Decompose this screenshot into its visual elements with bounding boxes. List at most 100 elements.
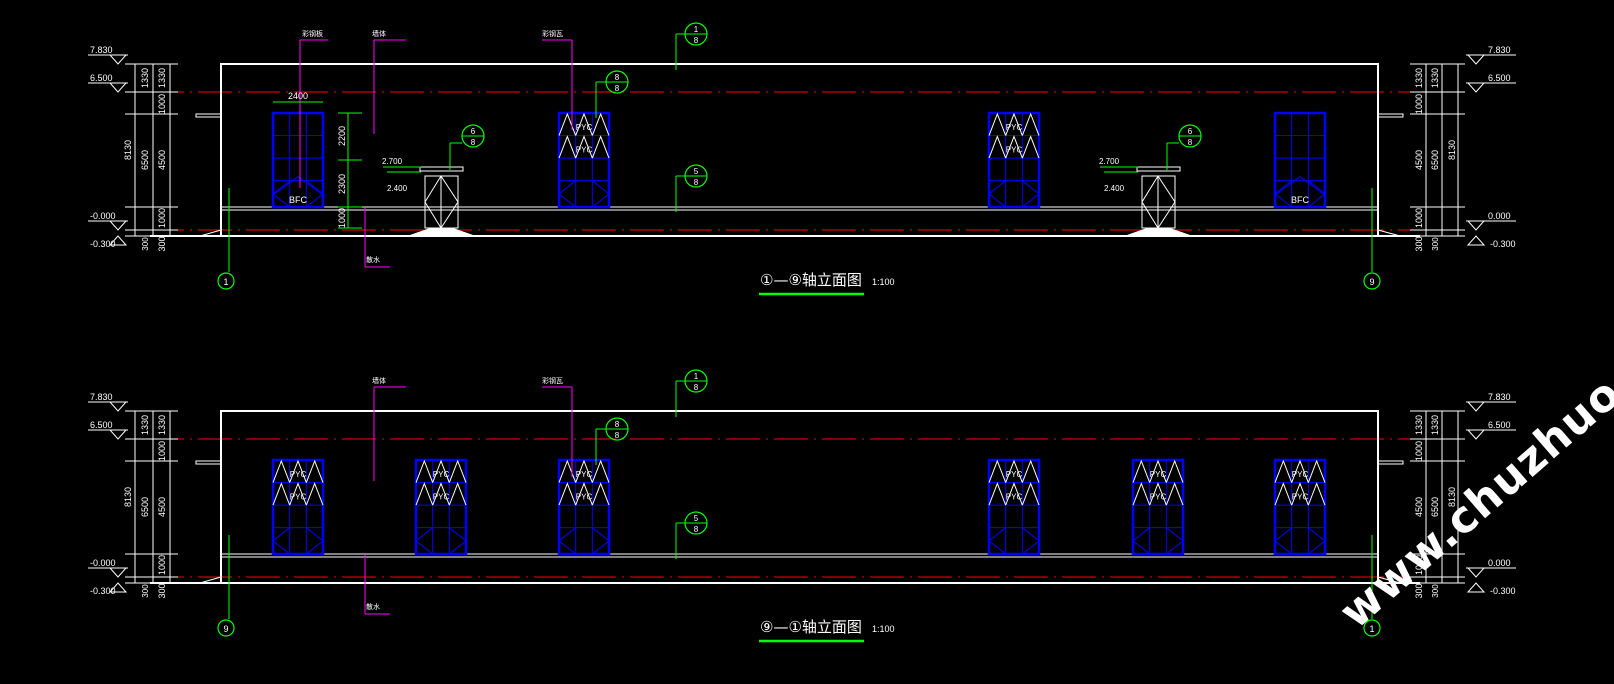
window-label: PYC	[1150, 470, 1167, 479]
axis-bubble-icon	[1363, 272, 1381, 290]
canopy	[1136, 166, 1181, 172]
window-label: PYC	[576, 145, 593, 154]
callout-number: 1	[694, 372, 699, 381]
dim-total: 8130	[123, 487, 133, 507]
window-label: PYC	[290, 492, 307, 501]
level-label: 0.000	[1488, 211, 1511, 221]
window-label: PYC	[1006, 123, 1023, 132]
svg-text:1330: 1330	[157, 68, 167, 88]
gutter-left	[195, 113, 222, 118]
window-pyc: PYC PYC	[1273, 458, 1327, 556]
axis-label: 1	[1369, 624, 1374, 634]
elevation-elev-1-9: 81301330650030013301000450010003007.8306…	[88, 22, 1516, 296]
elevation-scale: 1:100	[872, 624, 895, 634]
window-label: PYC	[433, 492, 450, 501]
svg-text:2.700: 2.700	[382, 157, 403, 166]
svg-text:2200: 2200	[337, 126, 347, 146]
window-pyc: PYC PYC	[557, 111, 611, 209]
window-label: PYC	[1006, 492, 1023, 501]
svg-text:1330: 1330	[140, 415, 150, 435]
louver-pattern	[558, 482, 610, 506]
svg-text:4500: 4500	[157, 150, 167, 170]
level-marker-icon	[108, 401, 128, 412]
svg-text:1330: 1330	[1430, 415, 1440, 435]
level-marker-icon	[1466, 235, 1486, 246]
axis-label: 9	[1369, 277, 1374, 287]
louver-pattern	[558, 112, 610, 136]
leader-note: 彩钢板	[302, 29, 323, 38]
level-marker-icon	[1466, 82, 1486, 93]
gutter-right	[1377, 460, 1404, 465]
canopy	[419, 166, 464, 172]
callout-number: 8	[615, 420, 620, 429]
leader-note: 彩钢瓦	[542, 29, 563, 38]
callout-sheet: 8	[694, 525, 699, 534]
level-marker-icon	[108, 54, 128, 65]
svg-text:6500: 6500	[1430, 150, 1440, 170]
svg-text:4500: 4500	[157, 497, 167, 517]
callout-number: 1	[694, 25, 699, 34]
svg-text:1000: 1000	[337, 208, 347, 228]
gutter-right	[1377, 113, 1404, 118]
level-label: -0.300	[90, 586, 116, 596]
level-label: -0.000	[90, 558, 116, 568]
svg-text:1330: 1330	[1414, 415, 1424, 435]
svg-text:1330: 1330	[157, 415, 167, 435]
svg-text:1000: 1000	[157, 555, 167, 575]
svg-text:300: 300	[157, 236, 167, 251]
window-label: PYC	[576, 123, 593, 132]
level-label: -0.300	[1490, 586, 1516, 596]
axis-bubble-icon	[217, 619, 235, 637]
svg-text:2.400: 2.400	[387, 184, 408, 193]
louver-pattern	[415, 482, 467, 506]
louver-pattern	[988, 459, 1040, 483]
callout-number: 5	[694, 167, 699, 176]
louver-pattern	[1132, 459, 1184, 483]
dim-total: 8130	[123, 140, 133, 160]
callout-sheet: 8	[694, 383, 699, 392]
svg-text:6500: 6500	[140, 497, 150, 517]
svg-text:1330: 1330	[1414, 68, 1424, 88]
level-label: -0.300	[90, 239, 116, 249]
callout-number: 5	[694, 514, 699, 523]
elevation-elev-9-1: 81301330650030013301000450010003007.8306…	[88, 369, 1516, 643]
level-label: 6.500	[1488, 73, 1511, 83]
svg-text:1000: 1000	[157, 441, 167, 461]
leader-note: 墙体	[372, 29, 386, 38]
callout-sheet: 8	[615, 84, 620, 93]
svg-text:6500: 6500	[1430, 497, 1440, 517]
leader-note: 墙体	[372, 376, 386, 385]
level-label: -0.300	[1490, 239, 1516, 249]
svg-text:6500: 6500	[140, 150, 150, 170]
louver-pattern	[558, 135, 610, 159]
window-label: PYC	[1292, 492, 1309, 501]
window-pyc: PYC PYC	[271, 458, 325, 556]
svg-text:1000: 1000	[1414, 208, 1424, 228]
louver-pattern	[1132, 482, 1184, 506]
svg-text:300: 300	[141, 584, 150, 598]
svg-text:2.400: 2.400	[1104, 184, 1125, 193]
svg-text:1000: 1000	[1414, 94, 1424, 114]
window-label: PYC	[1292, 470, 1309, 479]
svg-text:1330: 1330	[140, 68, 150, 88]
window-frame	[1273, 111, 1327, 209]
svg-text:4500: 4500	[1414, 150, 1424, 170]
level-label: 7.830	[1488, 392, 1511, 402]
louver-pattern	[988, 135, 1040, 159]
svg-text:2400: 2400	[288, 91, 308, 101]
level-label: 6.500	[90, 73, 113, 83]
window-label: PYC	[576, 470, 593, 479]
level-marker-icon	[1466, 220, 1486, 231]
window-label: PYC	[290, 470, 307, 479]
svg-text:1000: 1000	[1414, 441, 1424, 461]
level-label: 0.000	[1488, 558, 1511, 568]
axis-bubble-icon	[1363, 619, 1381, 637]
level-label: 6.500	[1488, 420, 1511, 430]
louver-pattern	[988, 112, 1040, 136]
